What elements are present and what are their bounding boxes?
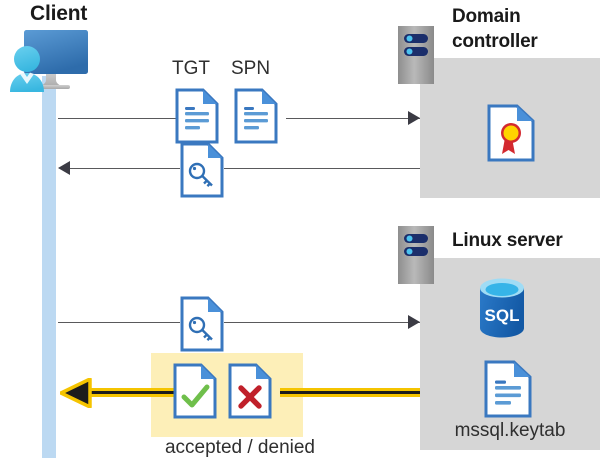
- accepted-document-icon: [173, 363, 217, 419]
- flow-2-line-left: [62, 168, 180, 169]
- flow-4-line-right: [280, 388, 420, 397]
- spn-document-icon: [234, 88, 278, 144]
- tgt-document-icon: [175, 88, 219, 144]
- flow-3-arrowhead: [408, 315, 420, 329]
- client-lifeline: [42, 76, 56, 458]
- tgt-label: TGT: [172, 58, 210, 79]
- ticket-key-document-icon: [180, 296, 224, 352]
- flow-2-line-right: [224, 168, 420, 169]
- spn-label: SPN: [231, 58, 271, 79]
- flow-1-arrowhead: [408, 111, 420, 125]
- client-title: Client: [30, 2, 88, 25]
- sql-icon-label: SQL: [485, 306, 520, 325]
- flow-3-line-left: [58, 322, 180, 323]
- server-rack-icon: [398, 226, 434, 284]
- keytab-label: mssql.keytab: [454, 420, 566, 441]
- linux-server-title: Linux server: [452, 230, 563, 251]
- domain-controller-title: Domain controller: [452, 4, 600, 54]
- ticket-key-document-icon: [180, 142, 224, 198]
- flow-3-line-right: [224, 322, 420, 323]
- user-computer-icon: [2, 26, 98, 98]
- result-label: accepted / denied: [164, 437, 315, 458]
- flow-2-arrowhead: [58, 161, 70, 175]
- domain-controller-title-line2: controller: [452, 31, 538, 52]
- flow-1-line-left: [58, 118, 180, 119]
- domain-controller-title-line1: Domain: [452, 6, 521, 27]
- flow-4-line-left: [86, 388, 186, 397]
- server-rack-icon: [398, 26, 434, 84]
- certificate-document-icon: [487, 104, 535, 162]
- keytab-document-icon: [484, 360, 532, 418]
- sql-database-icon: SQL: [473, 277, 531, 339]
- flow-1-line-right: [286, 118, 420, 119]
- flow-4-arrowhead: [59, 377, 92, 409]
- denied-document-icon: [228, 363, 272, 419]
